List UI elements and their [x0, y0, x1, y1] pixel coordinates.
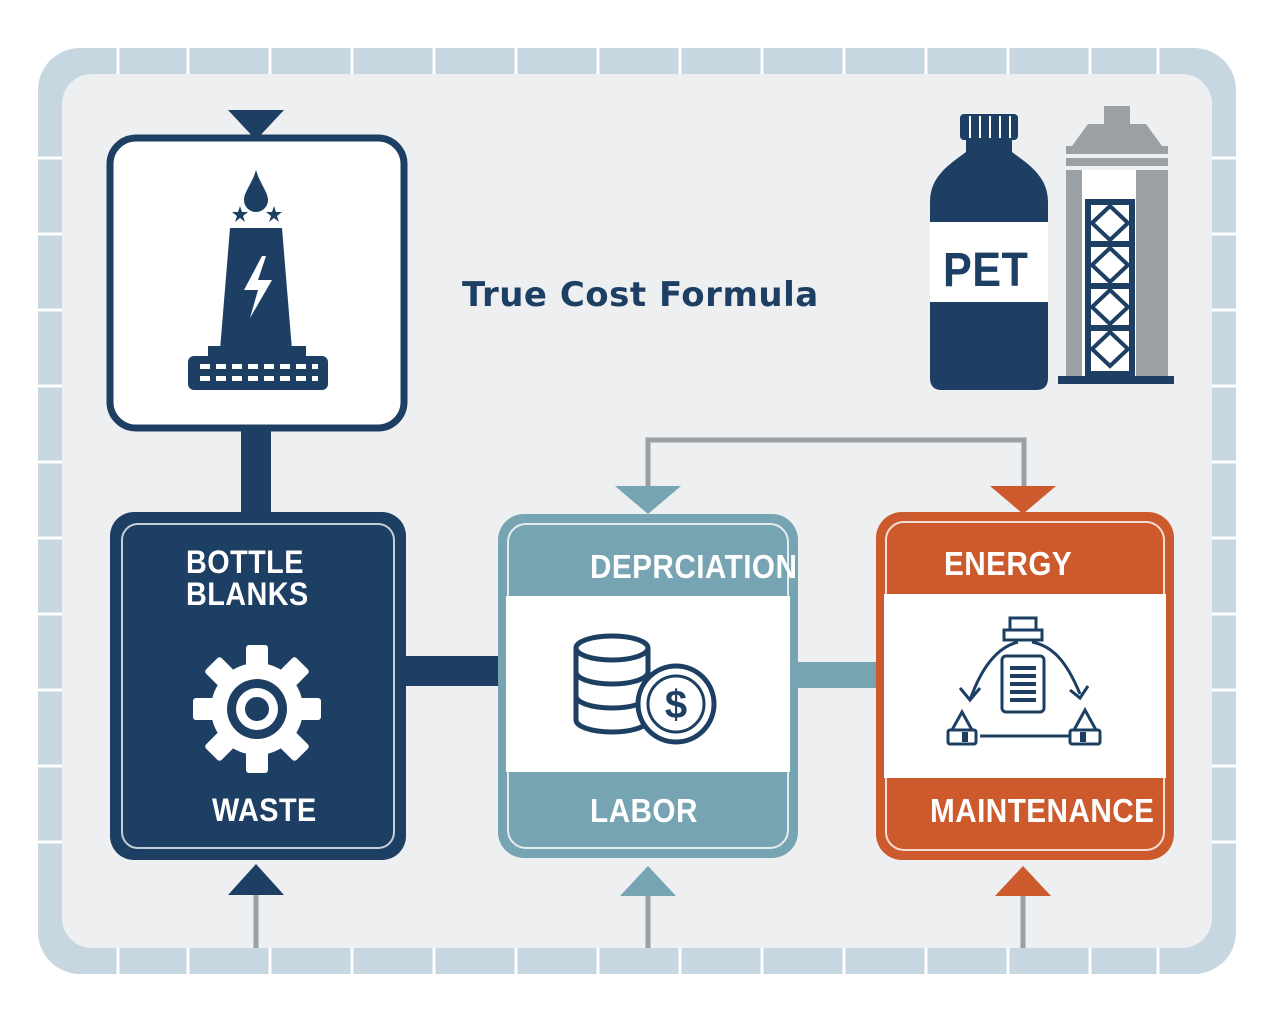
machine-with-droplet-and-lightning-icon — [188, 170, 328, 390]
energy-label: ENERGY — [944, 545, 1073, 582]
gear-icon — [193, 645, 321, 773]
top-machine-box — [106, 134, 408, 432]
labor-label: LABOR — [590, 792, 698, 829]
connector-materials-to-depreciation — [405, 656, 501, 686]
depreciation-label: DEPRCIATION — [590, 548, 798, 585]
bottle-blanks-label: BOTTLE BLANKS — [186, 544, 309, 612]
pet-label: PET — [943, 244, 1029, 297]
coin-stack-dollar-icon: $ — [573, 633, 717, 745]
maintenance-label: MAINTENANCE — [930, 792, 1155, 829]
arrow-into-energy — [990, 486, 1056, 514]
waste-label: WASTE — [212, 792, 317, 828]
arrow-up-depreciation — [620, 866, 676, 896]
connector-top-to-materials — [241, 428, 271, 518]
arrow-up-materials — [228, 864, 284, 895]
arrow-up-energy — [995, 866, 1051, 896]
maintenance-cycle-icon — [946, 616, 1102, 746]
connector-depreciation-to-energy — [797, 662, 879, 688]
pet-bottle-icon — [930, 114, 1048, 390]
svg-text:$: $ — [665, 683, 687, 727]
arrow-into-top-box — [228, 110, 284, 140]
gas-canister-icon — [1058, 106, 1174, 384]
diagram-title: True Cost Formula — [462, 275, 819, 315]
feedback-line — [645, 437, 1027, 490]
arrow-into-depreciation — [615, 486, 681, 514]
